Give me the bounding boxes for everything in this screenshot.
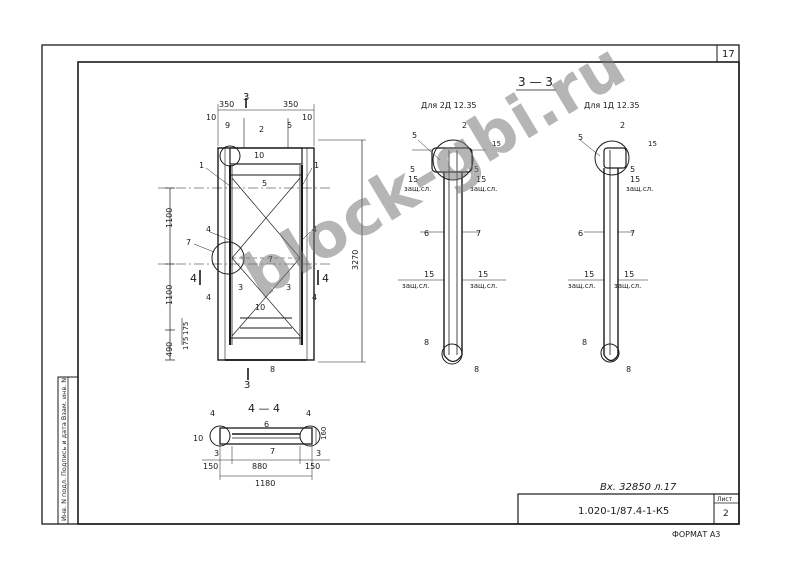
- sheet-number: 17: [722, 49, 735, 60]
- dim-s44-height: 160: [320, 427, 328, 440]
- section-mark-3-bottom: 3: [244, 380, 250, 391]
- section-right-title: Для 1Д 12.35: [584, 101, 640, 110]
- label-9: 9: [225, 121, 230, 130]
- section-3-3-texts: 3 — 3 Для 2Д 12.35 Для 1Д 12.35 5 2 5 5 …: [402, 75, 657, 374]
- s33l-cover-left: 15: [408, 175, 418, 184]
- dim-h2: 1100: [165, 285, 174, 305]
- label-4-upper-right: 4: [312, 225, 317, 234]
- s44-label-10: 10: [193, 434, 203, 443]
- s33l-label-2: 2: [462, 121, 467, 130]
- title-block: [517, 493, 740, 525]
- s33r-cover-mid-left: 15: [584, 270, 594, 279]
- s33l-cover-mid-right: 15: [478, 270, 488, 279]
- s33l-label-5-top: 5: [412, 131, 417, 140]
- s33r-label-5-top: 5: [578, 133, 583, 142]
- inv-note: Вх. 32850 л.17: [600, 482, 677, 493]
- s33r-cover-side: 15: [648, 140, 657, 148]
- s33l-label-5-right: 5: [474, 165, 479, 174]
- s44-label-7: 7: [270, 447, 275, 456]
- dim-s44-mid: 880: [252, 462, 267, 471]
- s33l-cover-note-right: защ.сл.: [470, 185, 497, 193]
- s44-label-3-left: 3: [214, 449, 219, 458]
- section-4-4-title: 4 — 4: [248, 402, 280, 415]
- label-1-right: 1: [314, 161, 319, 170]
- s44-label-4-right: 4: [306, 409, 311, 418]
- dim-s1: 175: [182, 322, 190, 335]
- dim-s44-total: 1180: [255, 479, 275, 488]
- label-7-left: 7: [186, 238, 191, 247]
- s33r-cover-note-mid-right: защ.сл.: [614, 282, 641, 290]
- inner-frame: [77, 61, 740, 525]
- dim-s44-right: 150: [305, 462, 320, 471]
- s33r-label-5: 5: [630, 165, 635, 174]
- section-3-3-title: 3 — 3: [518, 75, 553, 89]
- s33l-cover-mid-left: 15: [424, 270, 434, 279]
- label-10-bottom: 10: [255, 303, 265, 312]
- s33r-label-6: 6: [578, 229, 583, 238]
- section-4-4-texts: 4 — 4 4 4 6 7 10 3 3 150 880 150 1180 16…: [193, 402, 328, 488]
- elevation-view: [158, 98, 366, 380]
- section-3-3-right: [568, 139, 648, 363]
- label-7-center: 7: [268, 255, 273, 264]
- dim-edge-left: 10: [206, 113, 216, 122]
- dim-top-left: 350: [219, 100, 234, 109]
- label-5-top: 5: [287, 121, 292, 130]
- s33r-label-8-top: 8: [582, 338, 587, 347]
- s33l-cover-side: 15: [492, 140, 501, 148]
- s33r-label-2: 2: [620, 121, 625, 130]
- label-5-mid: 5: [262, 179, 267, 188]
- list-label: Лист: [717, 496, 733, 503]
- elevation-texts: 350 350 10 10 3 3 4 4 9 2 5 1 1 5 10 4 4…: [165, 92, 360, 391]
- section-mark-3-top: 3: [243, 92, 249, 103]
- list-number: 2: [723, 509, 729, 519]
- sheet-texts: 17 1.020-1/87.4-1-К5 Лист 2 Вх. 32850 л.…: [60, 49, 735, 539]
- s33l-label-8-bottom: 8: [474, 365, 479, 374]
- section-mark-4-left: 4: [190, 272, 197, 285]
- s33l-cover-note-left: защ.сл.: [404, 185, 431, 193]
- label-2: 2: [259, 125, 264, 134]
- s33l-cover-note-mid-left: защ.сл.: [402, 282, 429, 290]
- dim-h3: 490: [165, 342, 174, 357]
- s33r-cover-note-mid-left: защ.сл.: [568, 282, 595, 290]
- dim-s44-left: 150: [203, 462, 218, 471]
- label-4-upper-left: 4: [206, 225, 211, 234]
- section-3-3-left: [398, 139, 506, 365]
- s33l-label-6: 6: [424, 229, 429, 238]
- label-3-right: 3: [286, 283, 291, 292]
- s33l-cover-note-mid-right: защ.сл.: [470, 282, 497, 290]
- s33l-label-7: 7: [476, 229, 481, 238]
- format-label: ФОРМАТ А3: [672, 530, 720, 539]
- s33r-cover-right: 15: [630, 175, 640, 184]
- label-4-lower-right: 4: [312, 293, 317, 302]
- dim-h1: 1100: [165, 208, 174, 228]
- label-1-left: 1: [199, 161, 204, 170]
- dim-edge-right: 10: [302, 113, 312, 122]
- label-8: 8: [270, 365, 275, 374]
- s44-label-6: 6: [264, 420, 269, 429]
- section-4-4: [202, 425, 330, 480]
- s44-label-4-left: 4: [210, 409, 215, 418]
- label-3-left: 3: [238, 283, 243, 292]
- s33r-label-8-bottom: 8: [626, 365, 631, 374]
- s33l-label-5: 5: [410, 165, 415, 174]
- s33r-label-7: 7: [630, 229, 635, 238]
- s33l-label-8-top: 8: [424, 338, 429, 347]
- s44-label-3-right: 3: [316, 449, 321, 458]
- dim-height-total: 3270: [351, 250, 360, 270]
- dim-top-right: 350: [283, 100, 298, 109]
- dim-s2: 175: [182, 337, 190, 350]
- s33r-cover-note-right: защ.сл.: [626, 185, 653, 193]
- label-10-top: 10: [254, 151, 264, 160]
- section-left-title: Для 2Д 12.35: [421, 101, 477, 110]
- doc-code: 1.020-1/87.4-1-К5: [578, 506, 669, 517]
- s33r-cover-mid-right: 15: [624, 270, 634, 279]
- label-4-lower-left: 4: [206, 293, 211, 302]
- side-stamp-text: Инв. N подл. Подпись и дата Взам. инв. N: [60, 378, 68, 521]
- s33l-cover-right: 15: [476, 175, 486, 184]
- section-mark-4-right: 4: [322, 272, 329, 285]
